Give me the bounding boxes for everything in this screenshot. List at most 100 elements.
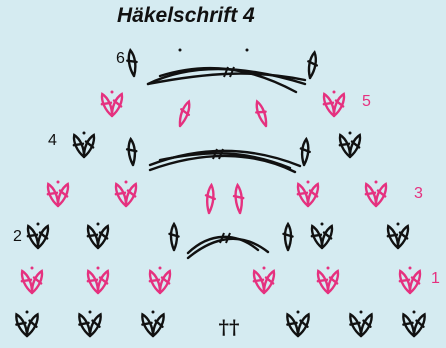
dc-post-loop: [110, 92, 124, 118]
dc-post-bar: [402, 321, 414, 326]
dc-post-bar: [148, 278, 161, 283]
dc-post-loop: [320, 224, 334, 250]
dc-post: [86, 269, 100, 295]
chain-dot-icon: [306, 180, 310, 184]
dc-post-loop: [262, 269, 276, 295]
chain-arc-tick: [229, 66, 235, 78]
dc-post-bar: [32, 276, 43, 285]
dc-post-loop: [127, 136, 137, 167]
dc-post-bar: [28, 319, 38, 328]
dc-post: [299, 136, 311, 167]
dc-post-bar: [78, 321, 90, 326]
dc-post: [364, 182, 378, 208]
dc-post-bar: [160, 276, 171, 285]
dc-post: [88, 312, 102, 338]
dc-post: [322, 92, 336, 118]
dc-post: [151, 312, 165, 338]
dc-post-loop: [178, 99, 191, 128]
dc-post-bar: [350, 140, 361, 149]
dc-post: [15, 312, 29, 338]
dc-post-bar: [296, 191, 309, 196]
dc-v-stitch-icon: [338, 133, 362, 159]
dc-post-bar: [334, 99, 345, 108]
dc-post: [348, 133, 362, 159]
dc-post-bar: [168, 232, 180, 238]
dc-v-stitch-icon: [46, 182, 70, 208]
chain-arc-tick: [225, 232, 231, 244]
dc-post: [100, 92, 114, 118]
dc-post-loop: [158, 269, 172, 295]
dc-post: [168, 221, 180, 252]
dc-v-stitch-icon: [148, 269, 172, 295]
dc-post-bar: [86, 233, 99, 238]
chain-dot-icon: [262, 266, 266, 270]
dc-post-loop: [296, 182, 310, 208]
dc-post-loop: [15, 312, 29, 338]
dc-post-bar: [316, 278, 329, 283]
dc-post-bar: [20, 278, 33, 283]
dc-v-stitch-icon: [86, 224, 110, 250]
dc-post-loop: [296, 312, 310, 338]
dc-post-bar: [15, 321, 27, 326]
chain-dot-icon: [88, 310, 92, 314]
dc-v-stitch-icon: [364, 182, 388, 208]
dc-post-bar: [362, 319, 372, 328]
dc-v-stitch-icon: [141, 312, 165, 338]
dc-post-loop: [151, 312, 165, 338]
dc-post: [262, 269, 276, 295]
chain-dot-icon: [36, 222, 40, 226]
dc-post: [349, 312, 363, 338]
dc-v-stitch-icon: [72, 133, 96, 159]
dc-post-bar: [364, 191, 377, 196]
dc-post: [338, 133, 352, 159]
chain-dot-icon: [412, 310, 416, 314]
dc-v-stitch-icon: [322, 92, 346, 118]
dc-post-loop: [82, 133, 96, 159]
dc-post: [30, 269, 44, 295]
dc-post-bar: [86, 278, 99, 283]
dc-post: [46, 182, 60, 208]
chain-dot-icon: [359, 310, 363, 314]
dc-post-bar: [126, 189, 137, 198]
chain-arcs: [146, 66, 307, 260]
dc-post: [408, 269, 422, 295]
dc-post-bar: [180, 108, 191, 117]
dc-post: [232, 182, 245, 215]
row-number-3: 3: [414, 185, 423, 202]
dc-post-loop: [205, 182, 215, 215]
dc-post-loop: [402, 312, 416, 338]
dc-post-loop: [78, 312, 92, 338]
dc-post: [374, 182, 388, 208]
dc-post: [178, 99, 191, 128]
dc-post-loop: [348, 133, 362, 159]
chart-title: Häkelschrift 4: [117, 4, 255, 27]
dc-post-loop: [306, 182, 320, 208]
dc-post-bar: [398, 231, 409, 240]
chain-dot-icon: [320, 222, 324, 226]
dc-post-bar: [26, 233, 39, 238]
dc-post-bar: [125, 148, 138, 153]
dc-post-loop: [148, 269, 162, 295]
chain-dot-icon: [245, 48, 249, 52]
dc-post: [72, 133, 86, 159]
chain-dot-icon: [178, 48, 182, 52]
dc-post-bar: [252, 278, 265, 283]
chain-arc-icon: [158, 152, 292, 170]
dc-post: [320, 224, 334, 250]
dc-post: [56, 182, 70, 208]
dc-post-bar: [255, 110, 267, 114]
dc-post-loop: [300, 136, 310, 167]
dc-post-loop: [408, 269, 422, 295]
row-number-2: 2: [13, 228, 22, 245]
dc-post: [252, 269, 266, 295]
dc-post-bar: [204, 194, 216, 201]
dc-post-loop: [86, 269, 100, 295]
dc-post-loop: [169, 221, 179, 252]
dc-post-loop: [124, 182, 138, 208]
dc-post: [114, 182, 128, 208]
dc-post-bar: [232, 194, 245, 200]
dc-post-bar: [349, 321, 361, 326]
dc-post: [26, 224, 40, 250]
dc-post-bar: [98, 231, 109, 240]
row-number-1: 1: [431, 270, 440, 287]
